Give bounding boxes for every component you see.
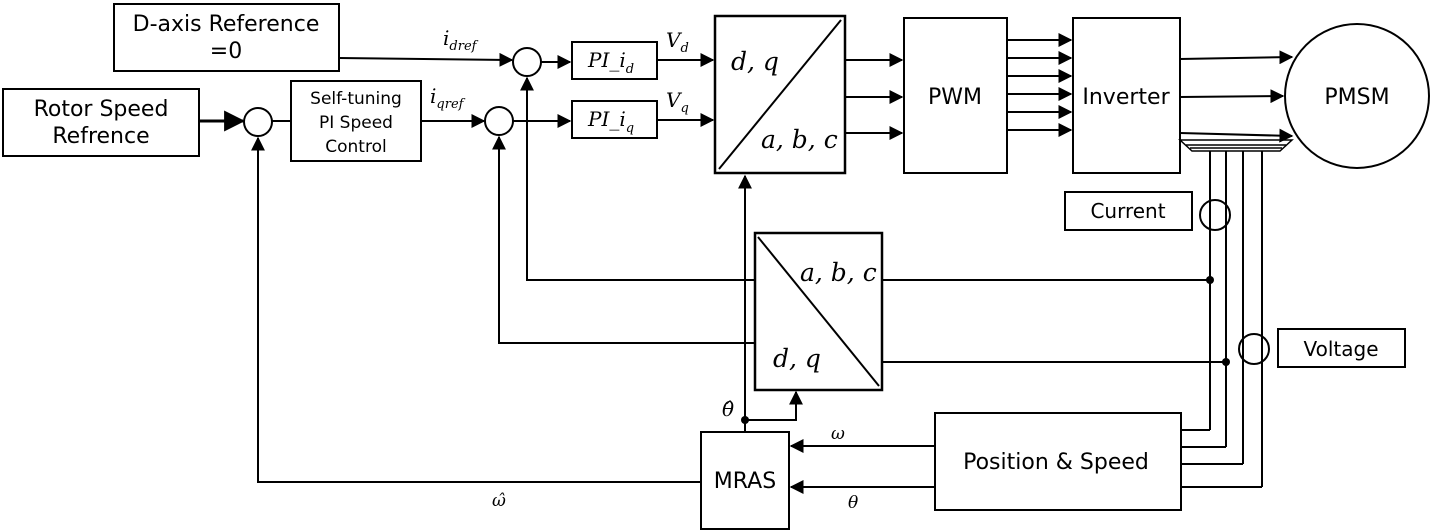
position-speed-block: Position & Speed (934, 412, 1182, 511)
measurement-bus-icon (1178, 139, 1294, 488)
d-axis-reference-block: D-axis Reference =0 (113, 3, 340, 72)
abc-to-dq-top-label: a, b, c (800, 258, 877, 287)
rotor-speed-reference-line1: Rotor Speed (34, 97, 169, 122)
pmsm-label: PMSM (1324, 85, 1389, 110)
voltage-sensor-label-box: Voltage (1277, 328, 1406, 368)
pmsm-motor: PMSM (1284, 23, 1430, 169)
pi-iq-block: PI_iq (571, 100, 658, 139)
pwm-block: PWM (903, 17, 1008, 174)
omega-hat-label: ω̂ (492, 491, 506, 511)
self-tuning-pi-speed-control-block: Self-tuning PI Speed Control (290, 80, 422, 162)
voltage-label: Voltage (1303, 337, 1378, 361)
q-current-summing-junction (484, 106, 514, 136)
d-axis-reference-line2: =0 (210, 39, 242, 64)
position-speed-label: Position & Speed (963, 450, 1149, 475)
pi-iq-label: PI_iq (587, 107, 634, 136)
pi-id-label: PI_id (587, 48, 634, 77)
rotor-speed-reference-line2: Refrence (52, 124, 149, 149)
theta-label: θ (848, 493, 858, 513)
i-qref-label: iqref (430, 84, 466, 112)
v-q-label: Vq (666, 88, 689, 116)
d-axis-reference-line1: D-axis Reference (133, 12, 320, 37)
abc-to-dq-bottom-label: d, q (773, 344, 821, 373)
forward-wires (199, 33, 1294, 143)
pi-id-block: PI_id (571, 41, 658, 80)
pwm-label: PWM (928, 85, 982, 110)
i-dref-label: idref (443, 26, 479, 54)
v-d-label: Vd (666, 28, 689, 56)
dq-to-abc-top-label: d, q (731, 47, 779, 76)
mras-label: MRAS (714, 469, 776, 494)
dq-to-abc-bottom-label: a, b, c (761, 125, 838, 154)
feedback-wires (251, 76, 1226, 494)
theta-hat-label: θ̂ (722, 397, 734, 421)
abc-to-dq-transform-block: a, b, c d, q (753, 231, 884, 392)
speed-summing-junction (243, 107, 273, 137)
rotor-speed-reference-block: Rotor Speed Refrence (2, 88, 200, 157)
current-sensor-label-box: Current (1064, 191, 1193, 231)
inverter-block: Inverter (1072, 17, 1181, 174)
current-label: Current (1090, 199, 1165, 223)
omega-label: ω (831, 424, 845, 444)
mras-block: MRAS (700, 431, 790, 530)
self-tuning-line2: PI Speed (319, 113, 393, 133)
d-current-summing-junction (512, 47, 542, 77)
current-sensor-icon (1199, 199, 1231, 231)
self-tuning-line3: Control (325, 137, 386, 157)
inverter-label: Inverter (1082, 85, 1170, 110)
dq-to-abc-transform-block: d, q a, b, c (713, 14, 847, 175)
self-tuning-line1: Self-tuning (310, 89, 402, 109)
